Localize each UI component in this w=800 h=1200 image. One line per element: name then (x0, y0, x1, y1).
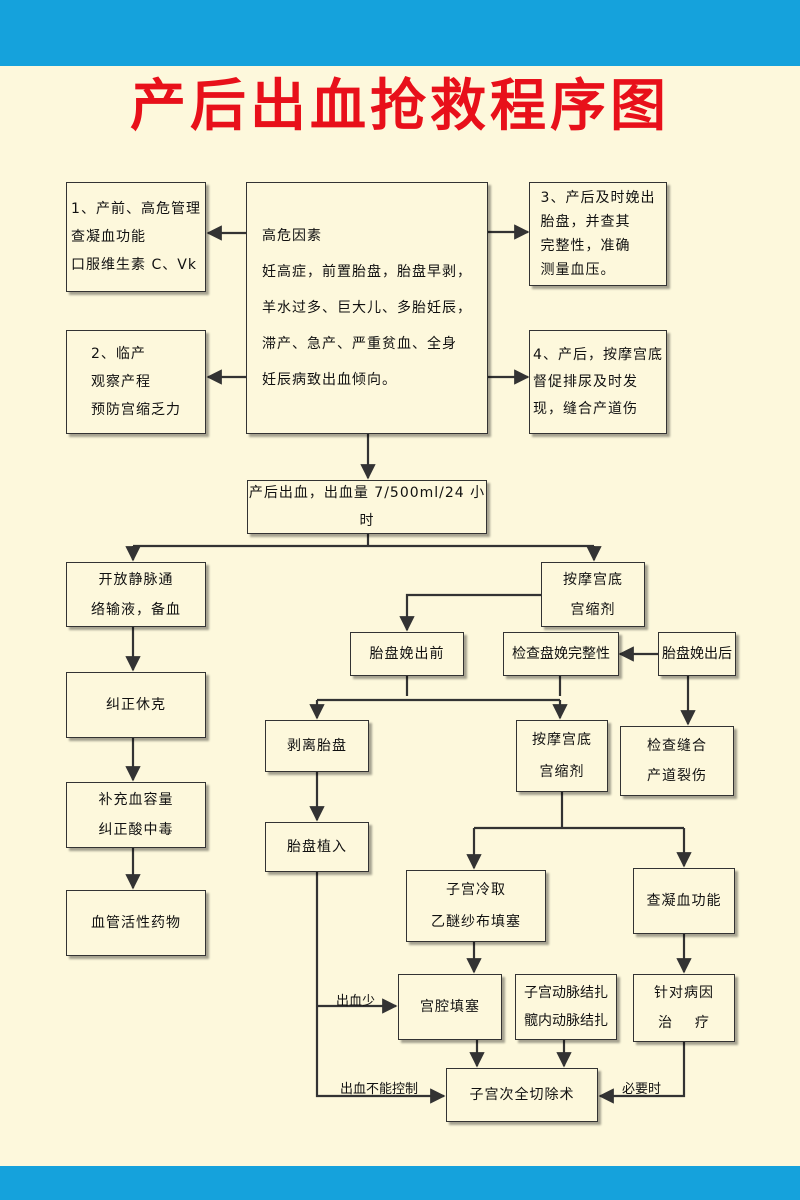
pph-box: 产后出血，出血量 7/500ml/24 小时 (247, 480, 487, 534)
risk-factors-text: 高危因素 妊高症，前置胎盘，胎盘早剥， 羊水过多、巨大儿、多胎妊辰， 滞产、急产… (262, 228, 472, 388)
massage-mid-box: 按摩宫底 宫缩剂 (516, 720, 608, 792)
risk-factors-box: 高危因素 妊高症，前置胎盘，胎盘早剥， 羊水过多、巨大儿、多胎妊辰， 滞产、急产… (246, 182, 488, 434)
labor-box: 2、临产 观察产程 预防宫缩乏力 (66, 330, 206, 434)
delivery-box: 3、产后及时娩出 胎盘，并查其 完整性，准确 测量血压。 (529, 182, 667, 286)
check-suture-box: 检查缝合 产道裂伤 (620, 726, 734, 796)
cold-pack-box: 子宫冷取 乙醚纱布填塞 (406, 870, 546, 942)
shock-box: 纠正休克 (66, 672, 206, 738)
vasoactive-text: 血管活性药物 (91, 915, 181, 931)
page-title: 产后出血抢救程序图 (130, 74, 670, 139)
ligation-box: 子宫动脉结扎 髋内动脉结扎 (515, 974, 617, 1040)
before-placenta-box: 胎盘娩出前 (350, 632, 464, 676)
ligation-text: 子宫动脉结扎 髋内动脉结扎 (524, 985, 608, 1029)
check-placenta-text: 检查盘娩完整性 (512, 646, 610, 662)
peel-placenta-box: 剥离胎盘 (265, 720, 369, 772)
label-less-bleeding: 出血少 (336, 994, 376, 1009)
label-uncontrolled-bleeding: 出血不能控制 (340, 1082, 419, 1097)
massage-top-text: 按摩宫底 宫缩剂 (563, 571, 623, 618)
massage-top-box: 按摩宫底 宫缩剂 (541, 562, 645, 627)
top-banner (0, 0, 800, 66)
shock-text: 纠正休克 (106, 697, 166, 713)
accreta-box: 胎盘植入 (265, 822, 369, 872)
hysterectomy-box: 子宫次全切除术 (446, 1068, 598, 1122)
prenatal-box: 1、产前、高危管理 查凝血功能 口服维生素 C、Vk (66, 182, 206, 292)
labor-text: 2、临产 观察产程 预防宫缩乏力 (91, 346, 181, 418)
treat-cause-box: 针对病因 治 疗 (633, 974, 735, 1042)
arrow-treat-to-hysterectomy (598, 1042, 686, 1104)
iv-text: 开放静脉通 络输液，备血 (91, 571, 181, 618)
label-when-needed: 必要时 (622, 1082, 662, 1097)
arrow-accreta-to-hysterectomy (315, 872, 446, 1104)
postpartum-care-box: 4、产后，按摩宫底 督促排尿及时发 现，缝合产道伤 (529, 330, 667, 434)
check-suture-text: 检查缝合 产道裂伤 (647, 738, 707, 784)
volume-box: 补充血容量 纠正酸中毒 (66, 782, 206, 848)
cavity-pack-box: 宫腔填塞 (398, 974, 502, 1040)
postpartum-care-text: 4、产后，按摩宫底 督促排尿及时发 现，缝合产道伤 (533, 346, 663, 417)
prenatal-text: 1、产前、高危管理 查凝血功能 口服维生素 C、Vk (71, 201, 201, 273)
peel-placenta-text: 剥离胎盘 (287, 738, 347, 754)
accreta-text: 胎盘植入 (287, 839, 347, 855)
before-placenta-text: 胎盘娩出前 (369, 646, 445, 662)
massage-mid-text: 按摩宫底 宫缩剂 (532, 732, 592, 780)
bottom-banner (0, 1166, 800, 1200)
arrow-massage-to-before (399, 593, 541, 632)
after-placenta-text: 胎盘娩出后 (662, 646, 732, 662)
coag-box: 查凝血功能 (633, 868, 735, 934)
iv-box: 开放静脉通 络输液，备血 (66, 562, 206, 627)
cavity-pack-text: 宫腔填塞 (420, 999, 480, 1015)
volume-text: 补充血容量 纠正酸中毒 (98, 792, 174, 838)
hysterectomy-text: 子宫次全切除术 (469, 1087, 575, 1103)
pph-text: 产后出血，出血量 7/500ml/24 小时 (248, 485, 486, 529)
coag-text: 查凝血功能 (646, 893, 722, 909)
check-placenta-box: 检查盘娩完整性 (503, 632, 619, 676)
after-placenta-box: 胎盘娩出后 (658, 632, 736, 676)
vasoactive-box: 血管活性药物 (66, 890, 206, 956)
delivery-text: 3、产后及时娩出 胎盘，并查其 完整性，准确 测量血压。 (540, 190, 656, 278)
cold-pack-text: 子宫冷取 乙醚纱布填塞 (431, 882, 521, 930)
treat-cause-text: 针对病因 治 疗 (654, 985, 714, 1031)
